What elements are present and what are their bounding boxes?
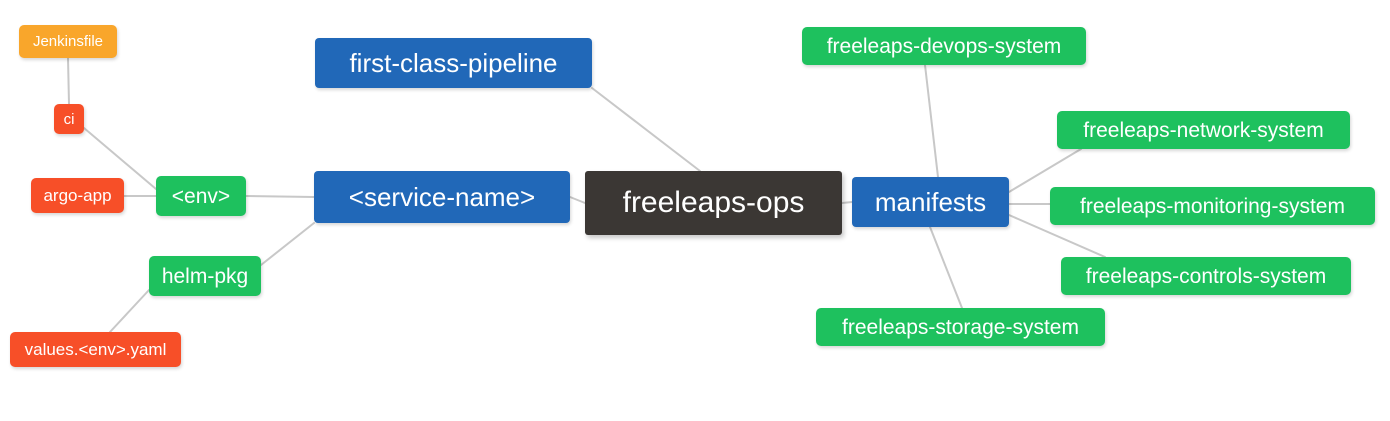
mindmap-node-freeleaps-controls-system[interactable]: freeleaps-controls-system: [1061, 257, 1351, 295]
mindmap-node-helm-pkg[interactable]: helm-pkg: [149, 256, 261, 296]
mindmap-edge: [929, 226, 963, 309]
mindmap-node-label: freeleaps-ops: [622, 186, 805, 219]
mindmap-node-argo-app[interactable]: argo-app: [31, 178, 124, 213]
mindmap-node-freeleaps-ops[interactable]: freeleaps-ops: [585, 171, 842, 235]
mindmap-edge: [924, 64, 939, 178]
mindmap-edge: [569, 196, 586, 204]
mindmap-node-label: manifests: [874, 187, 987, 217]
mindmap-node-manifests[interactable]: manifests: [852, 177, 1009, 227]
mindmap-edge: [591, 87, 701, 172]
mindmap-node-label: helm-pkg: [161, 264, 249, 288]
mindmap-node-label: freeleaps-devops-system: [826, 34, 1062, 58]
mindmap-node-label: <service-name>: [348, 182, 536, 212]
mindmap-node-freeleaps-network-system[interactable]: freeleaps-network-system: [1057, 111, 1350, 149]
mindmap-node-label: ci: [63, 110, 75, 128]
mindmap-edge: [841, 201, 853, 204]
mindmap-edge: [245, 195, 315, 198]
mindmap-edge: [109, 289, 150, 333]
mindmap-node-ci[interactable]: ci: [54, 104, 84, 134]
mindmap-node-freeleaps-monitoring-system[interactable]: freeleaps-monitoring-system: [1050, 187, 1375, 225]
mindmap-edge: [67, 57, 70, 105]
mindmap-node-label: first-class-pipeline: [349, 48, 558, 78]
mindmap-node-label: freeleaps-controls-system: [1085, 264, 1327, 288]
mindmap-edge: [260, 222, 315, 266]
mindmap-node-label: freeleaps-storage-system: [842, 315, 1079, 339]
mindmap-node-service-name[interactable]: <service-name>: [314, 171, 570, 223]
mindmap-node-first-class-pipeline[interactable]: first-class-pipeline: [315, 38, 592, 88]
mindmap-node-label: <env>: [171, 184, 231, 208]
mindmap-node-freeleaps-devops-system[interactable]: freeleaps-devops-system: [802, 27, 1086, 65]
mindmap-edge: [1008, 148, 1082, 193]
mindmap-node-label: values.<env>.yaml: [24, 340, 167, 359]
mindmap-node-env[interactable]: <env>: [156, 176, 246, 216]
mindmap-node-label: freeleaps-network-system: [1083, 118, 1324, 142]
mindmap-node-label: argo-app: [43, 186, 112, 205]
mindmap-node-jenkinsfile[interactable]: Jenkinsfile: [19, 25, 117, 58]
mindmap-node-label: freeleaps-monitoring-system: [1080, 194, 1345, 218]
mindmap-node-values-env-yaml[interactable]: values.<env>.yaml: [10, 332, 181, 367]
mindmap-node-label: Jenkinsfile: [32, 33, 104, 50]
mindmap-node-freeleaps-storage-system[interactable]: freeleaps-storage-system: [816, 308, 1105, 346]
